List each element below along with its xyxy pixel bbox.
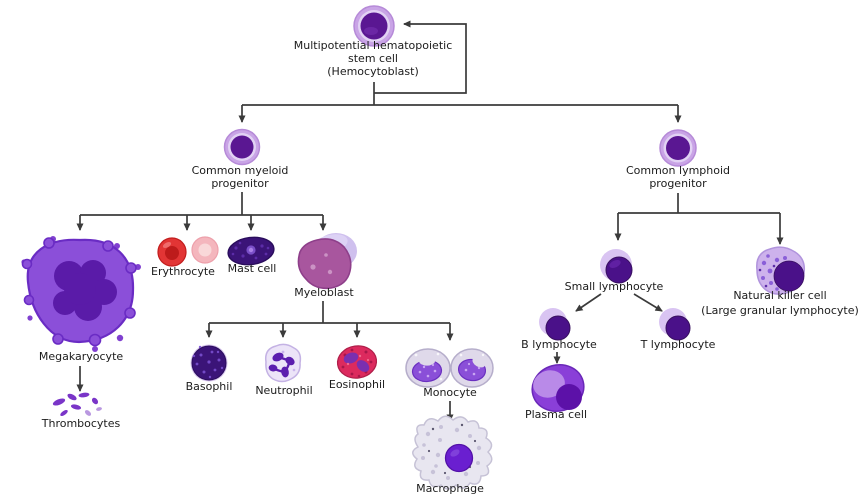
thrombocytes-label: Thrombocytes	[41, 417, 121, 430]
erythrocyte-label: Erythrocyte	[151, 265, 215, 278]
small-lymphocyte-label: Small lymphocyte	[565, 280, 664, 293]
myeloblast-label: Myeloblast	[294, 286, 354, 299]
thrombocytes-graphic	[52, 392, 102, 417]
macrophage-label: Macrophage	[416, 482, 484, 495]
b-lymphocyte-label: B lymphocyte	[521, 338, 597, 351]
eosinophil-label: Eosinophil	[329, 378, 385, 391]
megakaryocyte-graphic	[21, 236, 141, 352]
basophil-label: Basophil	[186, 380, 233, 393]
neutrophil-label: Neutrophil	[255, 384, 312, 397]
erythrocyte-graphic	[157, 236, 219, 267]
arrow-to-b-lymphocyte	[575, 293, 602, 312]
basophil-graphic	[190, 344, 228, 382]
monocyte-graphic	[405, 348, 494, 388]
lymphoid-progenitor-graphic	[659, 129, 697, 167]
stem-cell-label: (Hemocytoblast)	[327, 65, 419, 78]
stem-cell-graphic	[353, 5, 395, 47]
plasma-cell-label: Plasma cell	[525, 408, 587, 421]
b-lymphocyte-graphic	[539, 308, 571, 341]
plasma-cell-graphic	[531, 364, 585, 412]
nk-cell-label: Natural killer cell	[733, 289, 826, 302]
lymphoid-progenitor-label: progenitor	[649, 177, 707, 190]
macrophage-graphic	[412, 415, 493, 490]
nk-cell-label: (Large granular lymphocyte)	[701, 304, 859, 317]
mast-cell-label: Mast cell	[228, 262, 277, 275]
lymphoid-progenitor-label: Common lymphoid	[626, 164, 730, 177]
eosinophil-graphic	[336, 345, 378, 379]
monocyte-label: Monocyte	[423, 386, 477, 399]
nk-cell-graphic	[756, 246, 806, 295]
t-lymphocyte-label: T lymphocyte	[640, 338, 716, 351]
megakaryocyte-label: Megakaryocyte	[39, 350, 124, 363]
neutrophil-graphic	[264, 343, 302, 383]
stem-cell-label: Multipotential hematopoietic	[294, 39, 453, 52]
self-renewal-arrow	[374, 20, 467, 94]
myeloid-progenitor-label: progenitor	[211, 177, 269, 190]
small-lymphocyte-graphic	[600, 249, 633, 284]
mast-cell-graphic	[227, 236, 275, 266]
t-lymphocyte-graphic	[659, 308, 691, 341]
myeloid-progenitor-graphic	[223, 128, 261, 166]
connector-lines	[76, 20, 784, 422]
arrow-to-t-lymphocyte	[633, 293, 663, 312]
myeloblast-graphic	[297, 233, 357, 290]
stem-cell-label: stem cell	[348, 52, 398, 65]
myeloid-progenitor-label: Common myeloid	[192, 164, 289, 177]
